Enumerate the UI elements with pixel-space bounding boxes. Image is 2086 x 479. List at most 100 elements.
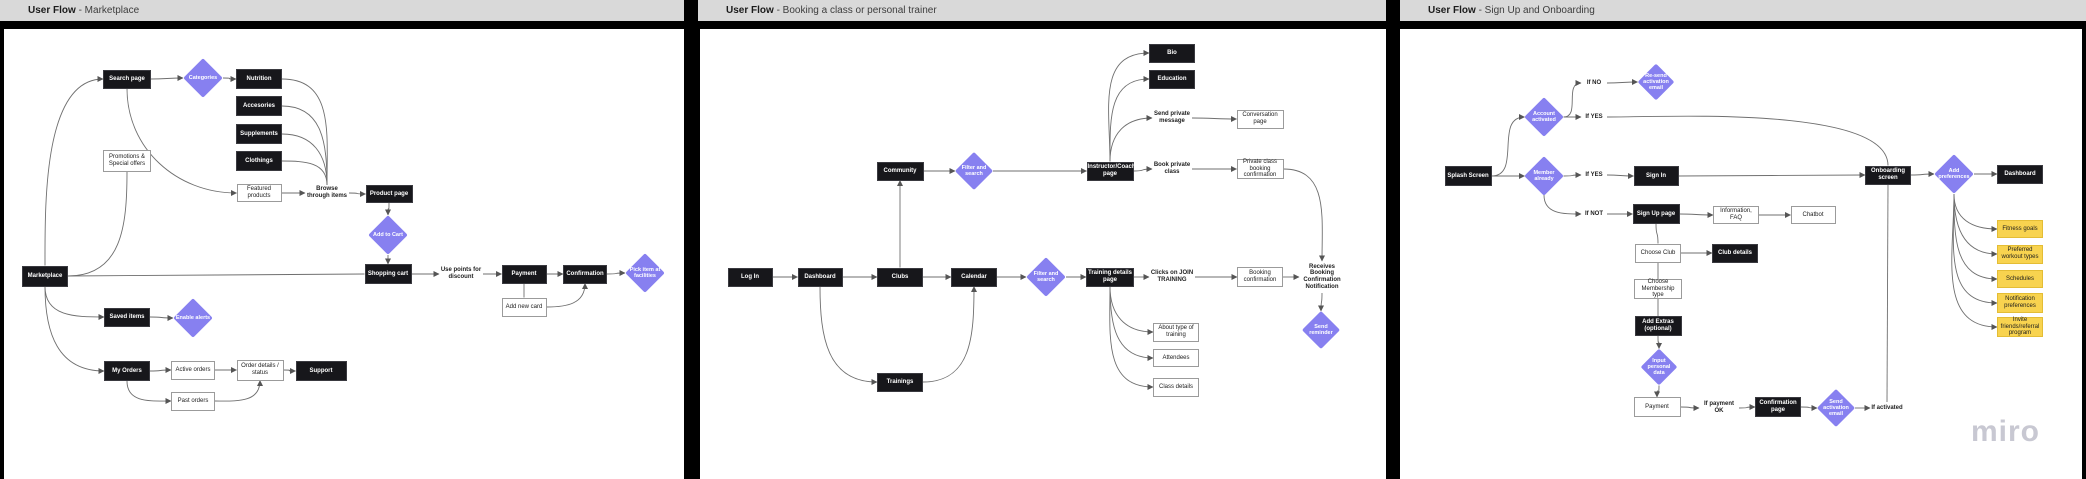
connector-line[interactable]	[819, 286, 878, 385]
flow-node-accesories[interactable]: Accesories	[236, 96, 282, 116]
flow-node-community[interactable]: Community	[876, 161, 924, 181]
flow-node-privconf[interactable]: Private class booking confirmation	[1236, 159, 1284, 179]
flow-node-receives[interactable]: Receives Booking Confirmation Notificati…	[1299, 261, 1345, 293]
flow-node-sendact[interactable]: Send activation email	[1816, 388, 1856, 428]
flow-node-ifyes2[interactable]: If YES	[1581, 169, 1607, 181]
flow-node-onboarding[interactable]: Onboarding screen	[1865, 165, 1911, 185]
flow-node-pickitem[interactable]: Pick item at facilities	[625, 253, 665, 293]
flow-node-sendreminder[interactable]: Send reminder	[1301, 310, 1341, 350]
flow-node-trainings[interactable]: Trainings	[877, 372, 923, 392]
connector-line[interactable]	[385, 202, 392, 216]
flow-node-inputdata[interactable]: Input personal data	[1640, 348, 1678, 386]
flow-node-login[interactable]: Log In	[727, 267, 773, 287]
connector-line[interactable]	[1655, 335, 1662, 349]
flow-node-ifyes1[interactable]: If YES	[1581, 111, 1607, 123]
frame-header-signup[interactable]: User Flow - Sign Up and Onboarding	[1400, 0, 2086, 21]
flow-node-search[interactable]: Search page	[103, 69, 151, 89]
flow-node-calendar[interactable]: Calendar	[951, 267, 997, 287]
flow-node-inffaq[interactable]: Information, FAQ	[1713, 206, 1759, 224]
connector-line[interactable]	[1191, 115, 1237, 122]
flow-node-clothings[interactable]: Clothings	[236, 151, 282, 171]
connector-line[interactable]	[1133, 166, 1153, 173]
flow-node-usepoints[interactable]: Use points for discount	[439, 266, 483, 282]
connector-line[interactable]	[1491, 114, 1525, 177]
flow-node-bio[interactable]: Bio	[1149, 43, 1195, 63]
frame-header-marketplace[interactable]: User Flow - Marketplace	[0, 0, 684, 21]
flow-node-categories[interactable]: Categories	[183, 58, 223, 98]
connector-line[interactable]	[1738, 404, 1756, 411]
flow-node-clicksjoin[interactable]: Clicks on JOIN TRAINING	[1149, 269, 1195, 285]
flow-node-bookpriv[interactable]: Book private class	[1152, 161, 1192, 177]
connector-line[interactable]	[1109, 286, 1154, 390]
connector-line[interactable]	[281, 78, 328, 186]
flow-node-chatbot[interactable]: Chatbot	[1790, 206, 1836, 224]
flow-node-payment3[interactable]: Payment	[1633, 397, 1681, 417]
flow-node-addextras[interactable]: Add Extras (optional)	[1634, 316, 1682, 336]
connector-line[interactable]	[1606, 172, 1634, 179]
connector-line[interactable]	[126, 88, 237, 196]
flow-node-sendpriv[interactable]: Send private message	[1152, 110, 1192, 126]
flow-node-supplements[interactable]: Supplements	[236, 124, 282, 144]
connector-line[interactable]	[1679, 211, 1714, 218]
connector-line[interactable]	[1606, 115, 1889, 166]
connector-line[interactable]	[149, 367, 172, 374]
flow-node-ifnot[interactable]: If NOT	[1581, 208, 1607, 220]
flow-node-attendees[interactable]: Attendees	[1153, 349, 1199, 367]
flow-node-schedules[interactable]: Schedules	[1997, 270, 2043, 288]
flow-node-convpage[interactable]: Conversation page	[1236, 109, 1284, 129]
connector-line[interactable]	[1678, 172, 1866, 179]
connector-line[interactable]	[67, 273, 365, 277]
connector-line[interactable]	[1318, 292, 1325, 312]
flow-node-marketplace[interactable]: Marketplace	[22, 265, 68, 287]
flow-node-filter1[interactable]: Filter and search	[954, 151, 994, 191]
flow-node-invite[interactable]: Invite friends/referral program	[1997, 317, 2043, 337]
connector-line[interactable]	[1654, 385, 1661, 398]
flow-node-ifno[interactable]: If NO	[1581, 77, 1607, 89]
flow-node-pastorders[interactable]: Past orders	[171, 391, 215, 411]
connector-line[interactable]	[1910, 171, 1935, 178]
flow-node-ifpayok[interactable]: If payment OK	[1699, 401, 1739, 414]
connector-line[interactable]	[1951, 193, 1998, 330]
flow-node-choosemem[interactable]: Choose Membership type	[1634, 279, 1682, 299]
connector-line[interactable]	[44, 286, 105, 374]
flow-node-signin[interactable]: Sign In	[1633, 166, 1679, 186]
flow-node-clubdetails[interactable]: Club details	[1712, 243, 1758, 263]
connector-line[interactable]	[126, 380, 172, 405]
flow-node-addpref[interactable]: Add preferences	[1934, 154, 1974, 194]
connector-line[interactable]	[44, 76, 104, 266]
flow-node-support[interactable]: Support	[295, 361, 347, 381]
connector-line[interactable]	[281, 105, 328, 186]
connector-line[interactable]	[149, 314, 174, 321]
flow-node-confirmation1[interactable]: Confirmation	[563, 264, 607, 284]
flow-node-splash[interactable]: Splash Screen	[1444, 166, 1492, 186]
connector-line[interactable]	[348, 190, 366, 197]
connector-line[interactable]	[922, 286, 977, 383]
flow-node-ifactivated[interactable]: If activated	[1870, 402, 1904, 414]
flow-node-browse[interactable]: Browse through items	[305, 185, 349, 201]
connector-line[interactable]	[1563, 172, 1582, 179]
flow-node-filter2[interactable]: Filter and search	[1026, 257, 1066, 297]
connector-line[interactable]	[1109, 115, 1153, 162]
connector-line[interactable]	[1283, 168, 1326, 262]
flow-node-enable[interactable]: Enable alerts	[173, 298, 213, 338]
flow-node-instructor[interactable]: Instructor/Coach page	[1086, 161, 1136, 181]
flow-node-classdetails[interactable]: Class details	[1153, 377, 1199, 397]
connector-line[interactable]	[281, 133, 328, 186]
flow-node-myorders[interactable]: My Orders	[104, 361, 150, 381]
flow-node-signup[interactable]: Sign Up page	[1632, 204, 1680, 224]
flow-node-nutrition[interactable]: Nutrition	[236, 69, 282, 89]
flow-node-bookingconf[interactable]: Booking confirmation	[1237, 267, 1283, 287]
connector-line[interactable]	[67, 171, 128, 277]
connector-line[interactable]	[1563, 80, 1582, 118]
flow-node-chooseclub[interactable]: Choose Club	[1635, 243, 1681, 263]
connector-line[interactable]	[606, 270, 626, 277]
connector-line[interactable]	[1109, 76, 1150, 162]
flow-node-activeorders[interactable]: Active orders	[171, 360, 215, 380]
flow-node-dashboard3[interactable]: Dashboard	[1997, 164, 2043, 184]
connector-line[interactable]	[222, 75, 237, 82]
flow-node-addcart[interactable]: Add to Cart	[368, 215, 408, 255]
flow-node-clubs[interactable]: Clubs	[877, 267, 923, 287]
connector-line[interactable]	[214, 380, 263, 402]
connector-line[interactable]	[1108, 50, 1150, 162]
connector-line[interactable]	[1886, 184, 1889, 403]
